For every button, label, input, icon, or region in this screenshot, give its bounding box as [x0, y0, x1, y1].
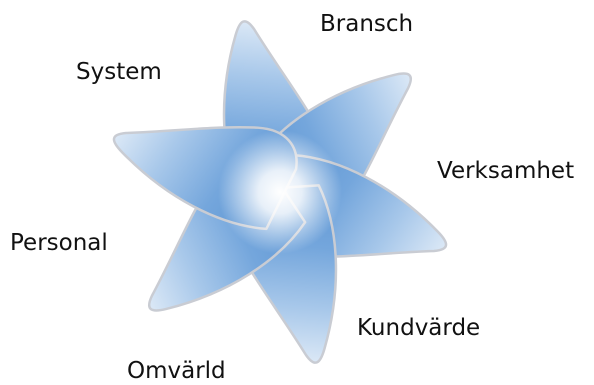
label-kundvarde: Kundvärde [357, 317, 480, 340]
label-system: System [76, 61, 162, 84]
center-glow [218, 130, 342, 254]
label-omvarld: Omvärld [127, 360, 226, 383]
label-personal: Personal [10, 232, 108, 255]
label-verksamhet: Verksamhet [437, 160, 574, 183]
label-bransch: Bransch [320, 13, 413, 36]
